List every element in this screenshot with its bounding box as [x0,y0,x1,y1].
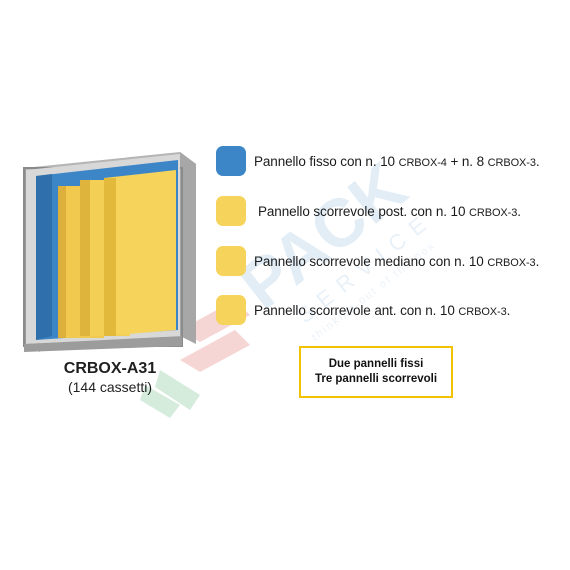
panels-note-box: Due pannelli fissi Tre pannelli scorrevo… [299,346,453,398]
legend-label: Pannello fisso con n. 10 CRBOX-4 + n. 8 … [254,153,540,169]
note-line-fixed: Due pannelli fissi [328,358,424,370]
legend-label: Pannello scorrevole ant. con n. 10 CRBOX… [254,302,511,318]
yellow-swatch [216,246,246,276]
blue-swatch [216,146,246,176]
note-line-sliding: Tre pannelli scorrevoli [314,373,438,385]
cabinet-base [24,336,182,352]
legend-label: Pannello scorrevole mediano con n. 10 CR… [254,253,540,269]
legend-label: Pannello scorrevole post. con n. 10 CRBO… [258,203,521,219]
legend-item-middle-sliding-panel: Pannello scorrevole mediano con n. 10 CR… [216,245,539,277]
yellow-sliding-panel-front [104,170,176,336]
legend-item-fixed-panel: Pannello fisso con n. 10 CRBOX-4 + n. 8 … [216,145,540,177]
legend-item-front-sliding-panel: Pannello scorrevole ant. con n. 10 CRBOX… [216,294,510,326]
yellow-swatch [216,196,246,226]
product-name: CRBOX-A31 [63,360,157,377]
legend-item-rear-sliding-panel: Pannello scorrevole post. con n. 10 CRBO… [216,195,521,227]
yellow-swatch [216,295,246,325]
product-drawer-count: (144 cassetti) [67,379,153,395]
